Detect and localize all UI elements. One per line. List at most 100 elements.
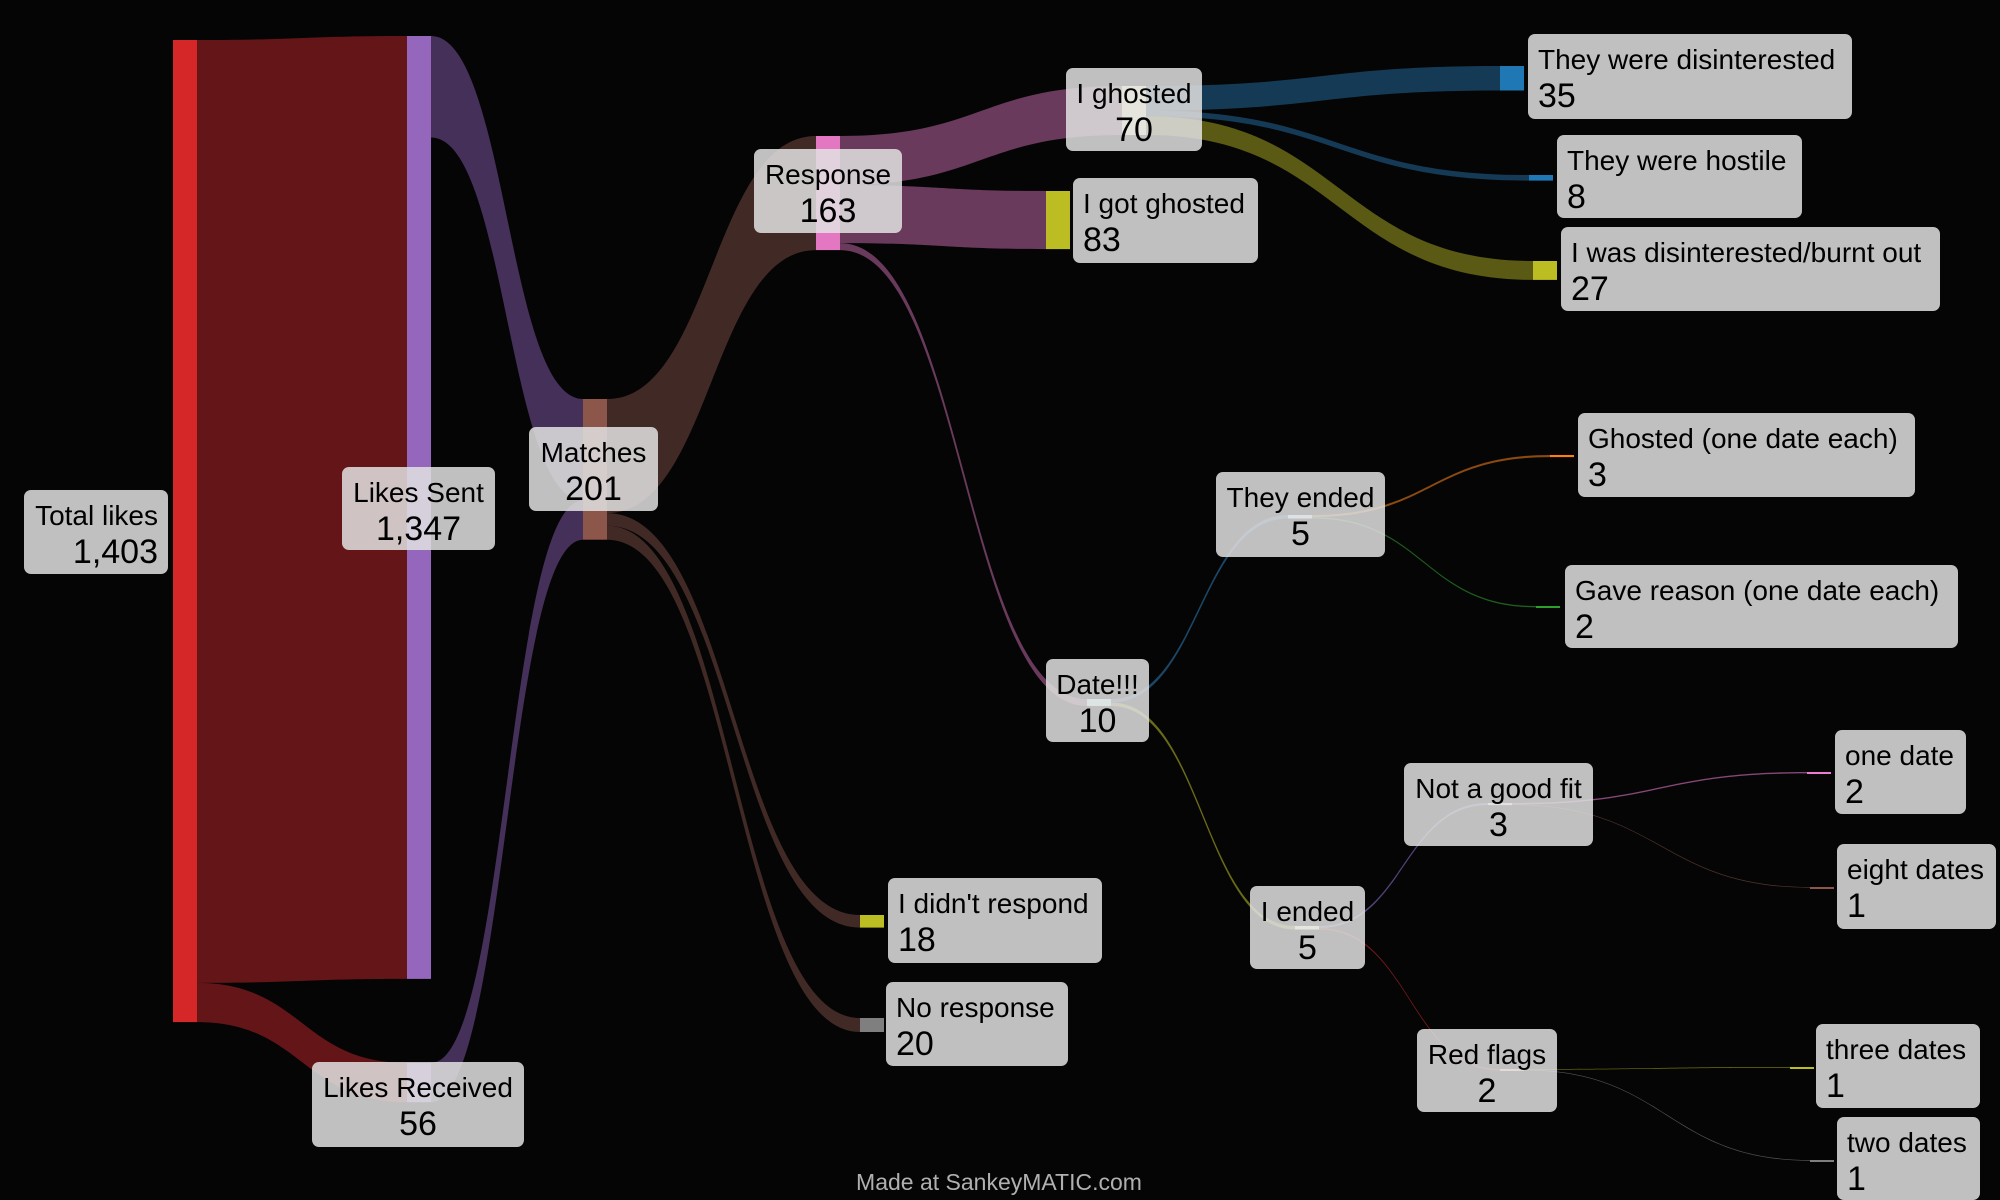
- label-box: [888, 878, 1102, 963]
- node-burnt: [1533, 261, 1557, 280]
- node-label-name: Likes Sent: [353, 477, 484, 508]
- node-label-name: three dates: [1826, 1034, 1966, 1065]
- node-label-name: Not a good fit: [1415, 773, 1582, 804]
- node-label-name: Red flags: [1428, 1039, 1546, 1070]
- flow-ighosted-to-burnt: [1146, 116, 1533, 280]
- label-box: [1557, 135, 1802, 218]
- node-label-value: 163: [800, 192, 857, 230]
- node-label-value: 27: [1571, 270, 1609, 308]
- label-box: [1404, 763, 1593, 846]
- label-box: [1417, 1029, 1557, 1112]
- node-two: [1810, 1160, 1834, 1162]
- node-label-value: 5: [1298, 929, 1317, 967]
- node-label-value: 8: [1567, 178, 1586, 216]
- node-label-name: eight dates: [1847, 854, 1984, 885]
- label-box: [1528, 34, 1852, 119]
- node-three: [1790, 1067, 1814, 1069]
- node-label-name: Date!!!: [1056, 669, 1138, 700]
- node-hostile: [1529, 175, 1553, 181]
- flow-redflags-to-two: [1524, 1069, 1810, 1161]
- node-label-value: 3: [1588, 456, 1607, 494]
- node-label-value: 2: [1845, 773, 1864, 811]
- node-gave: [1536, 606, 1560, 608]
- node-label-name: They were disinterested: [1538, 44, 1835, 75]
- flow-response-to-ighosted: [840, 86, 1122, 185]
- node-label-value: 83: [1083, 221, 1121, 259]
- label-box: [886, 982, 1068, 1066]
- node-label-name: They ended: [1227, 482, 1375, 513]
- label-box: [1250, 886, 1365, 969]
- label-box: [342, 467, 495, 550]
- node-label-name: I didn't respond: [898, 888, 1089, 919]
- flow-iended-to-redflags: [1319, 928, 1500, 1071]
- node-label-value: 20: [896, 1025, 934, 1063]
- flow-sent-to-matches: [431, 36, 583, 501]
- node-onedate: [1807, 772, 1831, 774]
- node-label-name: I ghosted: [1076, 78, 1191, 109]
- label-box: [24, 490, 168, 574]
- label-box: [1835, 730, 1966, 814]
- node-label-name: Gave reason (one date each): [1575, 575, 1939, 606]
- node-label-value: 1: [1847, 887, 1866, 925]
- label-box: [1565, 565, 1958, 648]
- node-label-value: 56: [399, 1105, 437, 1143]
- node-label-value: 1: [1826, 1067, 1845, 1105]
- flow-notgood-to-eight: [1512, 804, 1810, 888]
- label-box: [1837, 1117, 1980, 1200]
- node-label-value: 10: [1079, 702, 1117, 740]
- flow-iended-to-notgood: [1319, 803, 1488, 929]
- footer-credit: Made at SankeyMATIC.com: [856, 1169, 1142, 1195]
- node-gotghosted: [1046, 191, 1070, 250]
- node-label-name: I got ghosted: [1083, 188, 1245, 219]
- node-label-name: I ended: [1261, 896, 1354, 927]
- flow-date-to-iended: [1111, 702, 1295, 930]
- node-label-name: two dates: [1847, 1127, 1967, 1158]
- label-gave: Gave reason (one date each)2: [1565, 565, 1958, 648]
- node-label-value: 5: [1291, 515, 1310, 553]
- flow-response-to-date: [840, 243, 1087, 706]
- label-box: [1073, 178, 1258, 263]
- node-label-name: Response: [765, 159, 891, 190]
- label-box: [1216, 472, 1385, 557]
- node-label-name: Ghosted (one date each): [1588, 423, 1898, 454]
- node-eight: [1810, 887, 1834, 889]
- node-label-value: 2: [1575, 608, 1594, 646]
- node-label-name: one date: [1845, 740, 1954, 771]
- label-box: [1561, 227, 1940, 311]
- label-box: [1066, 68, 1202, 151]
- node-label-name: Likes Received: [323, 1072, 513, 1103]
- node-label-value: 1,347: [376, 510, 461, 548]
- node-label-value: 2: [1478, 1072, 1497, 1110]
- label-box: [1816, 1024, 1980, 1108]
- flow-matches-to-noresp: [607, 525, 860, 1032]
- node-label-value: 1,403: [73, 533, 158, 571]
- label-box: [312, 1062, 524, 1147]
- flow-total-to-sent: [197, 36, 407, 983]
- label-box: [754, 149, 902, 233]
- node-label-value: 201: [565, 470, 622, 508]
- node-label-value: 18: [898, 921, 936, 959]
- node-label-value: 3: [1489, 806, 1508, 844]
- node-total: [173, 40, 197, 1023]
- label-date: Date!!!10: [1046, 659, 1149, 742]
